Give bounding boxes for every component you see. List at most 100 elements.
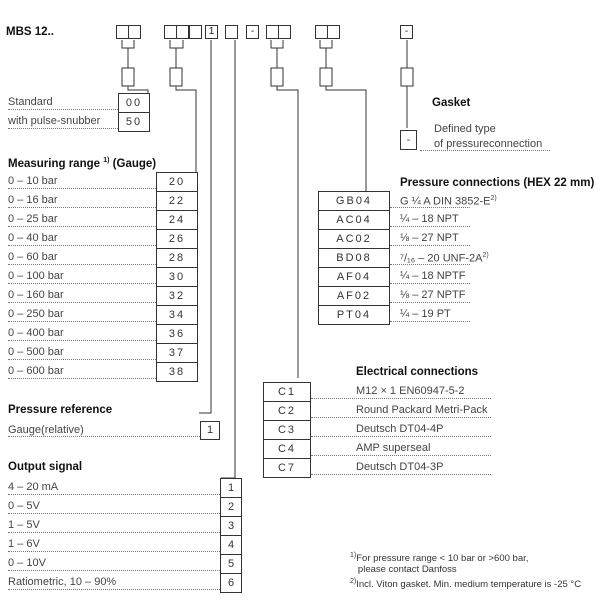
el-leader [311, 398, 491, 399]
pc-label: ⁷/₁₆ – 20 UNF-2A2) [400, 252, 489, 265]
el-label: AMP superseal [356, 443, 430, 454]
mr-label: 0 – 10 bar [8, 175, 58, 187]
model-prefix: MBS 12.. [6, 26, 54, 38]
mr-code: 37 [156, 343, 198, 363]
mr-leader [8, 378, 156, 379]
el-label: Deutsch DT04-4P [356, 424, 443, 435]
pc-label-text: ¼ – 18 NPT [400, 213, 459, 225]
pc-label-text: G ¼ A DIN 3852-E [400, 195, 491, 208]
pc-code: GB04 [318, 191, 390, 211]
snubber-label: with pulse-snubber [8, 115, 101, 127]
code-box [278, 25, 291, 39]
os-code: 4 [220, 535, 242, 555]
el-leader [311, 474, 491, 475]
mr-leader [8, 359, 156, 360]
os-label: 0 – 5V [8, 500, 40, 512]
pc-label-text: ¼ – 18 NPTF [400, 270, 466, 282]
pc-label: G ¼ A DIN 3852-E2) [400, 195, 497, 208]
mr-label: 0 – 600 bar [8, 365, 64, 377]
el-leader [311, 417, 491, 418]
code-box [128, 25, 141, 39]
el-code: C1 [263, 382, 311, 402]
el-label-text: AMP superseal [356, 442, 431, 454]
el-code: C7 [263, 458, 311, 478]
mr-leader [8, 207, 156, 208]
el-label-text: Round Packard Metri-Pack [356, 404, 488, 416]
mr-label: 0 – 40 bar [8, 232, 58, 244]
mr-code: 38 [156, 362, 198, 382]
pc-leader [390, 283, 470, 284]
pc-leader [390, 302, 470, 303]
gasket-dots [420, 150, 550, 151]
snubber-label: Standard [8, 96, 53, 108]
mr-label: 0 – 400 bar [8, 327, 64, 339]
snubber-code: 50 [118, 112, 150, 132]
mr-code: 26 [156, 229, 198, 249]
pc-label-text: ⁷/₁₆ – 20 UNF-2A [400, 252, 483, 265]
pc-leader [390, 321, 470, 322]
mr-leader [8, 340, 156, 341]
mr-code: 32 [156, 286, 198, 306]
pc-label-text: ⅛ – 27 NPT [400, 232, 459, 244]
mr-label: 0 – 16 bar [8, 194, 58, 206]
mr-code: 22 [156, 191, 198, 211]
el-code: C2 [263, 401, 311, 421]
pc-leader [390, 264, 470, 265]
gasket-code: - [400, 130, 417, 150]
pc-leader [390, 207, 470, 208]
footnote-2: 2)Incl. Viton gasket. Min. medium temper… [350, 578, 582, 591]
pr-label: Gauge(relative) [8, 424, 84, 436]
code-box: - [400, 25, 413, 39]
pc-code: PT04 [318, 305, 390, 325]
pc-label: ⅛ – 27 NPTF [400, 290, 465, 301]
footnote-1: 1)For pressure range < 10 bar or >600 ba… [350, 552, 529, 576]
code-box: - [246, 25, 259, 39]
el-leader [311, 455, 491, 456]
mr-code: 20 [156, 172, 198, 192]
el-label-text: Deutsch DT04-4P [356, 423, 444, 435]
os-leader [8, 589, 220, 590]
mr-code: 34 [156, 305, 198, 325]
el-label: M12 × 1 EN60947-5-2 [356, 386, 465, 397]
code-box [189, 25, 202, 39]
os-label: 1 – 6V [8, 538, 40, 550]
el-leader [311, 436, 491, 437]
pc-label-sup: 2) [482, 252, 489, 259]
pc-leader [390, 245, 470, 246]
el-code: C4 [263, 439, 311, 459]
mr-leader [8, 321, 156, 322]
os-label: 0 – 10V [8, 557, 46, 569]
mr-label: 0 – 500 bar [8, 346, 64, 358]
mr-code: 30 [156, 267, 198, 287]
gasket-title: Gasket [432, 97, 471, 109]
os-code: 6 [220, 573, 242, 593]
snubber-leader [8, 109, 118, 110]
mr-code: 36 [156, 324, 198, 344]
mr-leader [8, 302, 156, 303]
pc-label-text: ⅛ – 27 NPTF [400, 289, 466, 301]
code-box [225, 25, 238, 39]
el-label-text: M12 × 1 EN60947-5-2 [356, 385, 465, 397]
mr-leader [8, 226, 156, 227]
snubber-leader [8, 128, 118, 129]
code-box: 1 [205, 25, 218, 39]
code-box [176, 25, 189, 39]
os-label: 4 – 20 mA [8, 481, 59, 493]
mr-label: 0 – 100 bar [8, 270, 64, 282]
pc-code: AC04 [318, 210, 390, 230]
gasket-desc-2: of pressureconnection [434, 138, 543, 150]
measuring-range-title: Measuring range 1) (Gauge) [8, 157, 157, 170]
pc-label: ¼ – 18 NPT [400, 214, 459, 225]
el-label: Round Packard Metri-Pack [356, 405, 487, 416]
mr-leader [8, 283, 156, 284]
pressure-connections-title: Pressure connections (HEX 22 mm) [400, 177, 595, 189]
mr-label: 0 – 25 bar [8, 213, 58, 225]
snubber-code: 00 [118, 93, 150, 113]
pc-label: ¼ – 18 NPTF [400, 271, 465, 282]
mr-code: 24 [156, 210, 198, 230]
electrical-title: Electrical connections [356, 366, 479, 378]
os-code: 1 [220, 478, 242, 498]
os-leader [8, 570, 220, 571]
os-leader [8, 551, 220, 552]
